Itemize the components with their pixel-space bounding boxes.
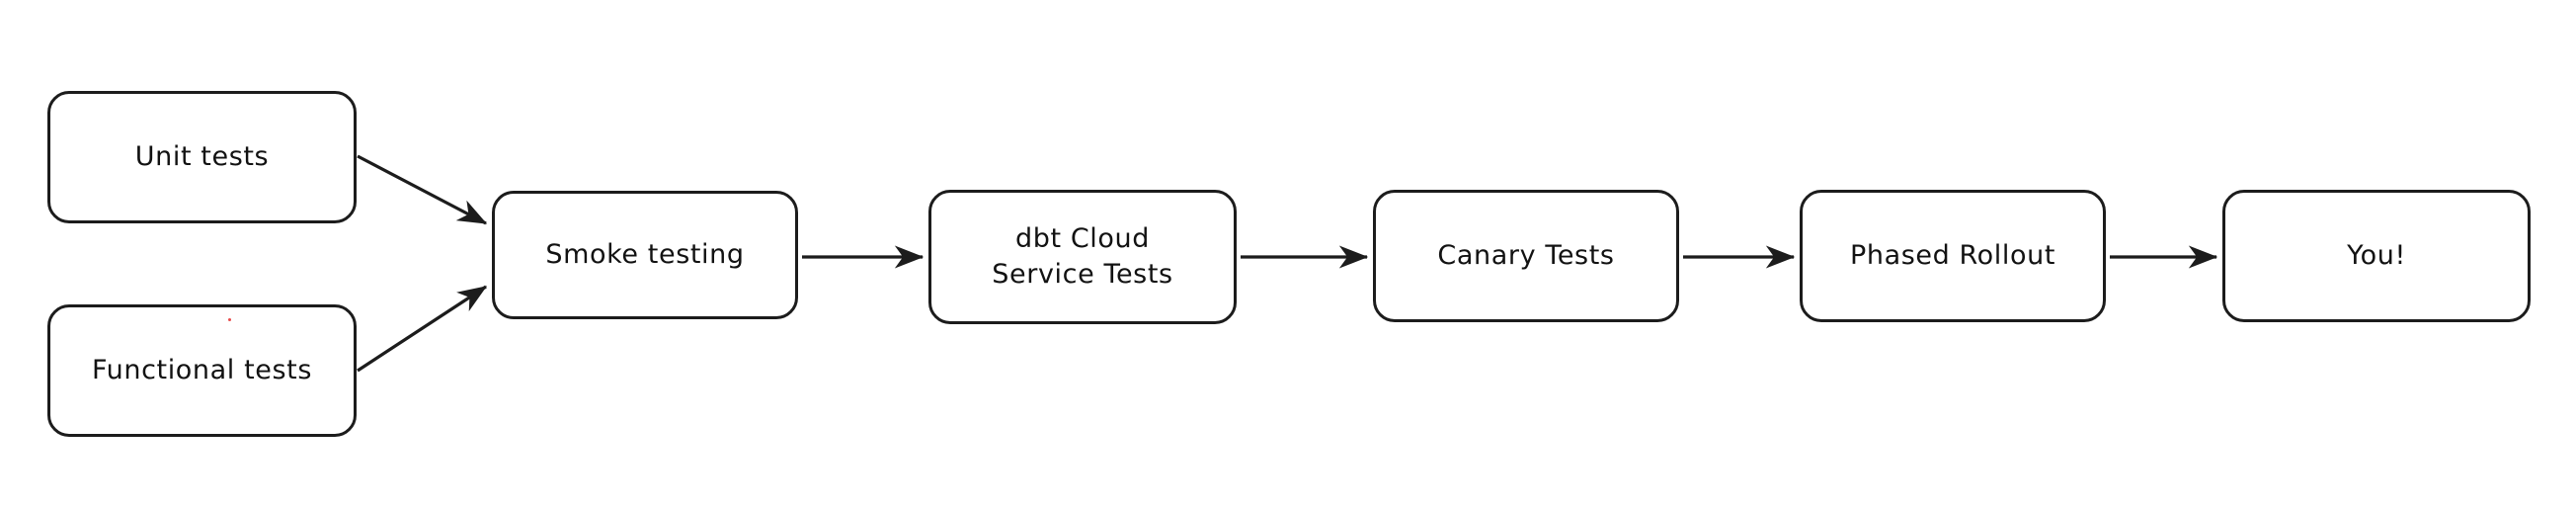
node-label: Functional tests (92, 355, 312, 386)
node-label: Smoke testing (545, 239, 745, 271)
node-label: Phased Rollout (1849, 240, 2056, 272)
node-unit-tests[interactable]: Unit tests (47, 91, 357, 223)
node-canary-tests[interactable]: Canary Tests (1373, 190, 1679, 322)
node-you[interactable]: You! (2222, 190, 2531, 322)
node-label: You! (2347, 240, 2406, 272)
node-smoke-testing[interactable]: Smoke testing (492, 191, 798, 319)
node-dbt-cloud-service-tests[interactable]: dbt Cloud Service Tests (928, 190, 1237, 324)
node-label: dbt Cloud Service Tests (992, 223, 1173, 290)
node-label: Unit tests (134, 141, 270, 173)
edge-functional-to-smoke (357, 285, 488, 373)
node-label: Canary Tests (1437, 240, 1615, 272)
render-artifact-dot (228, 318, 231, 321)
node-functional-tests[interactable]: Functional tests (47, 304, 357, 437)
edge-unit-to-smoke (357, 154, 488, 225)
node-phased-rollout[interactable]: Phased Rollout (1800, 190, 2106, 322)
